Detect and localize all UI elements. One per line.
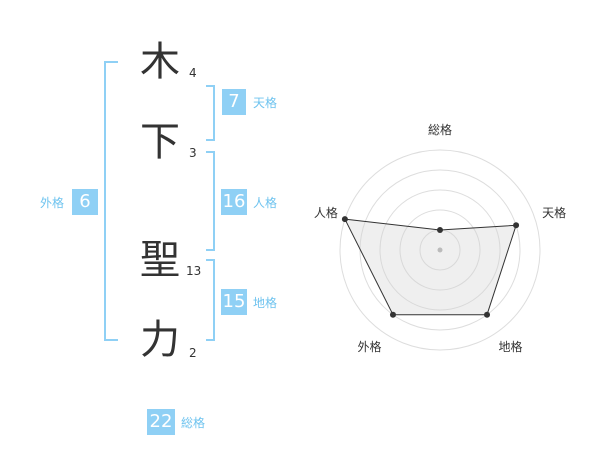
name-char-4: 力 <box>140 317 180 363</box>
soukaku-label: 総格 <box>181 416 206 430</box>
stroke-count-2: 3 <box>189 146 197 160</box>
jinkaku-label: 人格 <box>253 196 278 210</box>
radar-ring-3 <box>379 189 501 311</box>
radar-point-4 <box>389 311 396 318</box>
name-char-3: 聖 <box>140 237 180 283</box>
name-char-1: 木 <box>140 39 180 85</box>
gaikaku-value: 6 <box>72 189 98 215</box>
radar-ring-2 <box>399 209 481 291</box>
radar-axis-label-2: 天格 <box>542 205 566 220</box>
radar-point-1 <box>437 227 443 233</box>
tenkaku-label: 天格 <box>253 96 278 110</box>
radar-axis-label-3: 地格 <box>499 339 523 354</box>
chikaku-label: 地格 <box>253 296 278 310</box>
jinkaku-bracket <box>206 151 215 251</box>
chikaku-value: 15 <box>221 289 247 315</box>
radar-point-2 <box>513 222 520 229</box>
radar-ring-5 <box>339 149 541 351</box>
radar-point-5 <box>341 216 348 223</box>
stroke-count-3: 13 <box>186 264 202 278</box>
radar-center <box>437 247 443 253</box>
gaikaku-label: 外格 <box>40 196 65 210</box>
stroke-count-1: 4 <box>189 66 197 80</box>
radar-series-area <box>344 218 517 316</box>
radar-axis-label-1: 総格 <box>428 122 452 137</box>
chikaku-bracket <box>206 259 215 341</box>
jinkaku-value: 16 <box>221 189 247 215</box>
stroke-count-4: 2 <box>189 346 197 360</box>
radar-axis-label-4: 外格 <box>357 339 381 354</box>
radar-point-3 <box>484 311 491 318</box>
name-char-2: 下 <box>140 119 180 165</box>
gaikaku-bracket <box>104 61 118 341</box>
tenkaku-value: 7 <box>222 89 246 115</box>
radar-axis-label-5: 人格 <box>314 205 338 220</box>
soukaku-value: 22 <box>147 409 175 435</box>
tenkaku-bracket <box>206 85 215 141</box>
